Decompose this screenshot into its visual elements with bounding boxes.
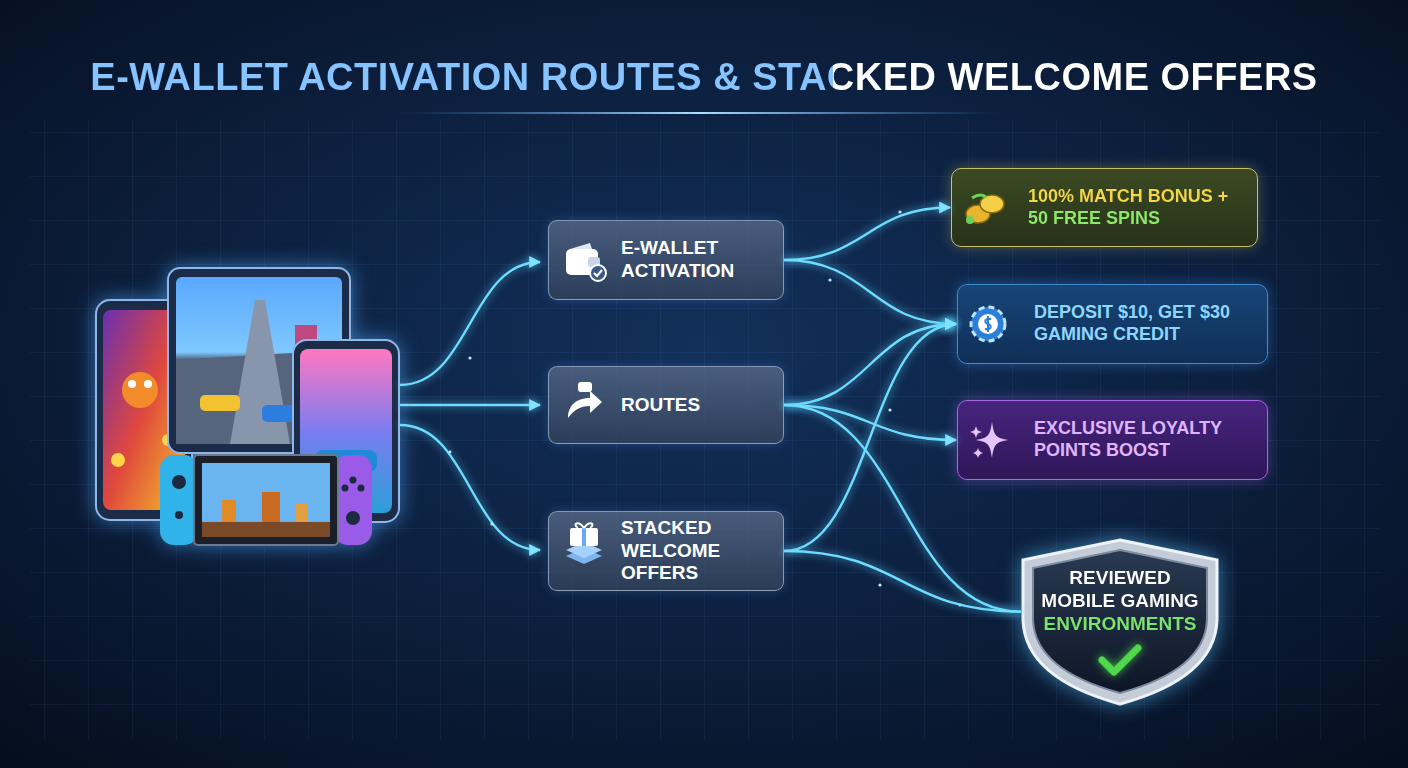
flow-connector <box>784 324 956 551</box>
sparkle-icon <box>970 422 1008 458</box>
flow-connector <box>784 551 1021 612</box>
flow-connector <box>784 405 1021 612</box>
coins-icon <box>966 195 1004 224</box>
process-box: ROUTES <box>548 366 784 444</box>
check-mark <box>1102 648 1138 672</box>
shield-badge: REVIEWED MOBILE GAMING ENVIRONMENTS <box>1015 536 1225 708</box>
node-text: ROUTES <box>621 394 775 417</box>
chip-icon <box>971 307 1005 341</box>
flow-connector <box>784 208 950 261</box>
offer-box: 100% MATCH BONUS + 50 FREE SPINS <box>951 168 1258 247</box>
grid <box>30 120 1380 740</box>
offer-box: EXCLUSIVE LOYALTY POINTS BOOST <box>957 400 1268 480</box>
route-icon <box>568 382 602 418</box>
node-text: REVIEWED MOBILE GAMING ENVIRONMENTS <box>1041 566 1199 636</box>
shield-shape <box>1023 540 1217 704</box>
node-text: EXCLUSIVE LOYALTY POINTS BOOST <box>1034 418 1259 461</box>
flow-connector <box>784 405 956 440</box>
title-area: E-WALLET ACTIVATION ROUTES & STACKED WEL… <box>0 56 1408 99</box>
wallet-icon <box>566 243 606 281</box>
offer-box: DEPOSIT $10, GET $30 GAMING CREDIT <box>957 284 1268 364</box>
device-illustration <box>96 268 399 545</box>
device-routes <box>400 262 540 550</box>
shield-shape <box>1033 550 1207 693</box>
node-text: STACKED WELCOME OFFERS <box>621 517 775 585</box>
process-box: E-WALLET ACTIVATION <box>548 220 784 300</box>
route-line <box>400 404 540 406</box>
node-text: E-WALLET ACTIVATION <box>621 237 775 283</box>
sparkles <box>449 210 962 606</box>
process-box: STACKED WELCOME OFFERS <box>548 511 784 591</box>
flow-connector <box>784 260 956 324</box>
route-line <box>400 425 540 550</box>
node-text: DEPOSIT $10, GET $30 GAMING CREDIT <box>1034 302 1259 345</box>
title-underline <box>400 112 1000 114</box>
route-line <box>400 262 540 385</box>
node-text: 100% MATCH BONUS + 50 FREE SPINS <box>1028 186 1249 229</box>
flow-connector <box>784 324 956 405</box>
gift-icon <box>566 523 602 564</box>
diagram-title: E-WALLET ACTIVATION ROUTES & STACKED WEL… <box>90 56 1317 99</box>
